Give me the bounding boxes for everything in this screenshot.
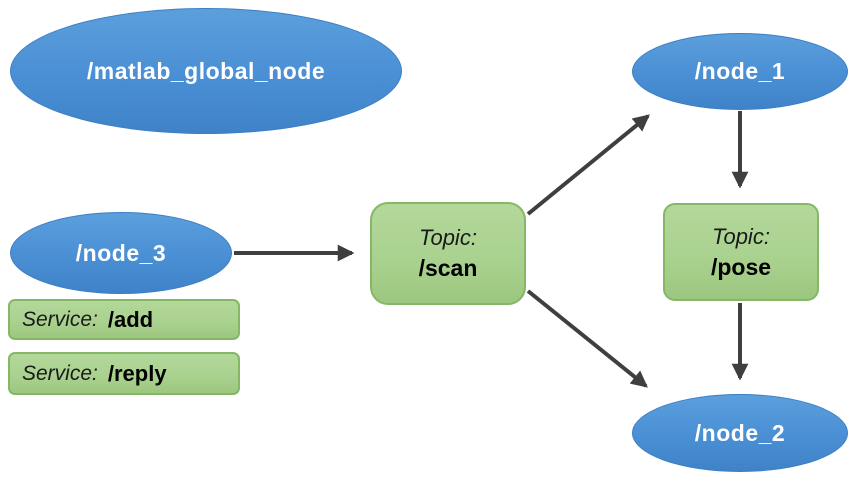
service-reply-box: Service: /reply [8, 352, 240, 395]
arrow-scan-to-node1 [526, 114, 650, 216]
arrow-scan-to-node2 [526, 289, 648, 388]
node-3-label: /node_3 [75, 239, 167, 266]
service-reply-kind: Service: [22, 361, 98, 385]
topic-scan-name: /scan [418, 255, 478, 281]
node-matlab-global-label: /matlab_global_node [86, 57, 326, 84]
node-2-label: /node_2 [694, 419, 786, 446]
topic-pose-box: Topic: /pose [663, 203, 819, 301]
topic-scan-box: Topic: /scan [370, 202, 526, 305]
node-matlab-global-ellipse: /matlab_global_node [10, 8, 402, 134]
node-1-label: /node_1 [694, 58, 786, 84]
node-1-ellipse: /node_1 [632, 33, 848, 110]
service-reply-name: /reply [107, 360, 167, 386]
topic-pose-name: /pose [710, 253, 772, 280]
topic-scan-kind: Topic: [419, 225, 477, 250]
node-3-ellipse: /node_3 [10, 212, 232, 294]
service-add-kind: Service: [22, 307, 98, 331]
node-2-ellipse: /node_2 [632, 394, 848, 472]
topic-pose-kind: Topic: [712, 223, 770, 249]
service-add-box: Service: /add [8, 299, 240, 340]
service-add-name: /add [107, 306, 154, 332]
